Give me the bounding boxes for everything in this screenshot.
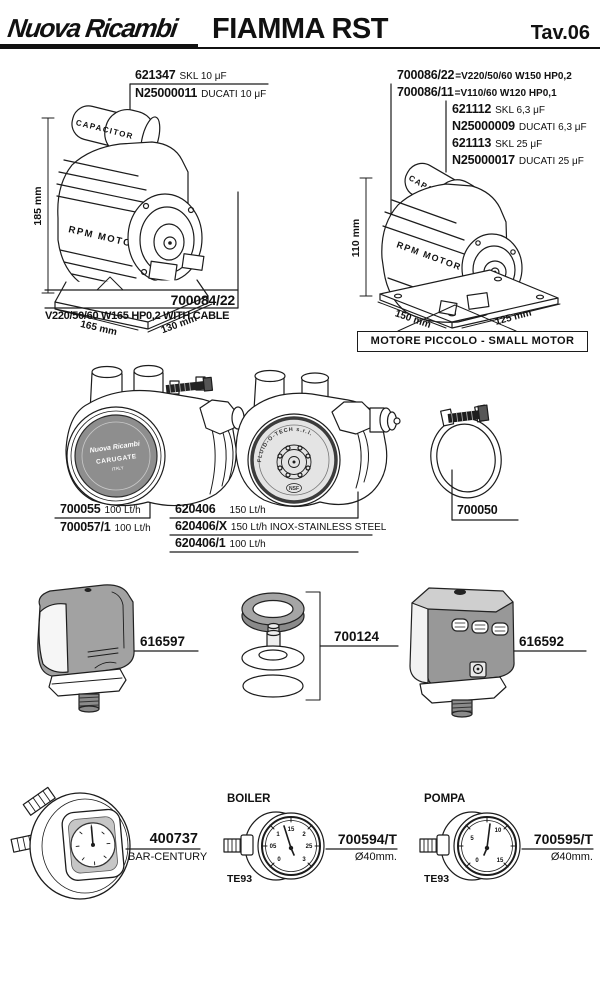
part-code: N25000009	[452, 119, 515, 133]
part-code: 621112	[452, 102, 492, 116]
part-desc: SKL 25 μF	[495, 139, 543, 150]
dial-num: 10	[495, 828, 502, 834]
part-code: 700055	[60, 502, 101, 516]
part-label-700084-22: 700084/22	[170, 292, 236, 308]
part-code: N25000017	[452, 153, 515, 167]
part-code: 620406/X	[175, 519, 227, 533]
dial-num: 25	[306, 844, 313, 850]
dial-num: 3	[302, 857, 306, 863]
vented-switch-drawing	[409, 587, 587, 718]
part-desc: =V220/50/60 W150 HP0,2	[455, 71, 572, 82]
dim-height-text: 185 mm	[32, 186, 44, 225]
dial-num: 0	[277, 857, 281, 863]
part-desc: 150 Lt/h INOX-STAINLESS STEEL	[230, 522, 387, 533]
part-desc: 100 Lt/h	[104, 505, 141, 516]
part-desc: DUCATI 10 μF	[201, 89, 267, 100]
part-code: 620406	[175, 502, 216, 516]
part-desc: DUCATI 6,3 μF	[518, 122, 587, 133]
part-desc: SKL 10 μF	[179, 71, 227, 82]
dim-height-text-small: 110 mm	[350, 219, 362, 258]
dial-num: 2	[302, 832, 306, 838]
small-motor-drawing: CAPACITOR RPM MOTOR	[350, 83, 561, 332]
plate-number: Tav.06	[530, 22, 590, 44]
boiler-gauge-drawing: 0 05 1 15 2 25 3	[223, 811, 398, 881]
part-label-700595-t: 700595/T	[533, 831, 593, 847]
part-code: 620406/1	[175, 536, 226, 550]
pompa-title: POMPA	[424, 793, 466, 805]
dial-num: 05	[270, 844, 277, 850]
part-desc: 150 Lt/h	[229, 505, 266, 516]
logo-underline	[0, 44, 198, 48]
small-motor-caption: MOTORE PICCOLO - SMALL MOTOR	[357, 331, 588, 352]
pump1-drawing: Nuova Ricambi CARUGATE ITALY	[54, 364, 245, 519]
pump2-drawing: FLUID-O-TECH s.r.l. NSF	[169, 369, 401, 553]
cover-switch-drawing	[37, 584, 199, 713]
page-title: FIAMMA RST	[212, 13, 388, 45]
dial-num: 15	[288, 827, 295, 833]
pump2-nsf-text: NSF	[289, 486, 299, 492]
boiler-model: TE93	[227, 873, 253, 885]
part-desc: 100 Lt/h	[114, 523, 151, 534]
pump-gauge-drawing: 0 5 10 15	[419, 811, 594, 881]
big-motor-drawing: CAPACITOR RPM MOTOR	[32, 83, 269, 338]
part-label-616592: 616592	[519, 634, 565, 649]
pompa-size: Ø40mm.	[550, 851, 593, 863]
boiler-size: Ø40mm.	[354, 851, 397, 863]
dial-num: 0	[475, 858, 479, 864]
pump1-country-text: ITALY	[112, 465, 124, 472]
header-rule	[0, 47, 600, 49]
gasket-kit-drawing	[241, 591, 399, 701]
part-label-700124: 700124	[334, 629, 380, 644]
dial-num: 5	[470, 836, 474, 842]
part-label-616597: 616597	[140, 634, 186, 649]
boiler-title: BOILER	[227, 793, 271, 805]
part-spec-700084-22: V220/50/60 W165 HP0,2 WITH CABLE	[45, 310, 230, 322]
clamp-drawing	[430, 404, 519, 521]
part-code: 621347	[135, 68, 176, 82]
dial-num: 15	[497, 858, 504, 864]
part-code: 700086/22	[397, 68, 455, 82]
part-desc-bar-century: BAR-CENTURY	[128, 851, 208, 863]
part-label-700086-22: 700086/22=V220/50/60 W150 HP0,2	[397, 67, 572, 84]
part-desc: DUCATI 25 μF	[518, 156, 584, 167]
part-label-400737: 400737	[149, 831, 198, 847]
part-label-700050: 700050	[457, 503, 498, 517]
pompa-model: TE93	[424, 873, 450, 885]
part-code: N25000011	[135, 86, 198, 100]
dial-num: 1	[276, 832, 280, 838]
part-label-620406: 620406 150 Lt/h	[175, 501, 266, 518]
part-code: 700057/1	[60, 520, 111, 534]
square-gauge-drawing	[10, 786, 201, 900]
part-label-700086-11: 700086/11=V110/60 W120 HP0,1	[397, 84, 557, 101]
part-code: 700086/11	[397, 85, 454, 99]
part-code: 621113	[452, 136, 492, 150]
part-desc: =V110/60 W120 HP0,1	[454, 88, 557, 99]
part-desc: SKL 6,3 μF	[495, 105, 545, 116]
part-desc: 100 Lt/h	[229, 539, 266, 550]
part-label-700594-t: 700594/T	[337, 831, 397, 847]
